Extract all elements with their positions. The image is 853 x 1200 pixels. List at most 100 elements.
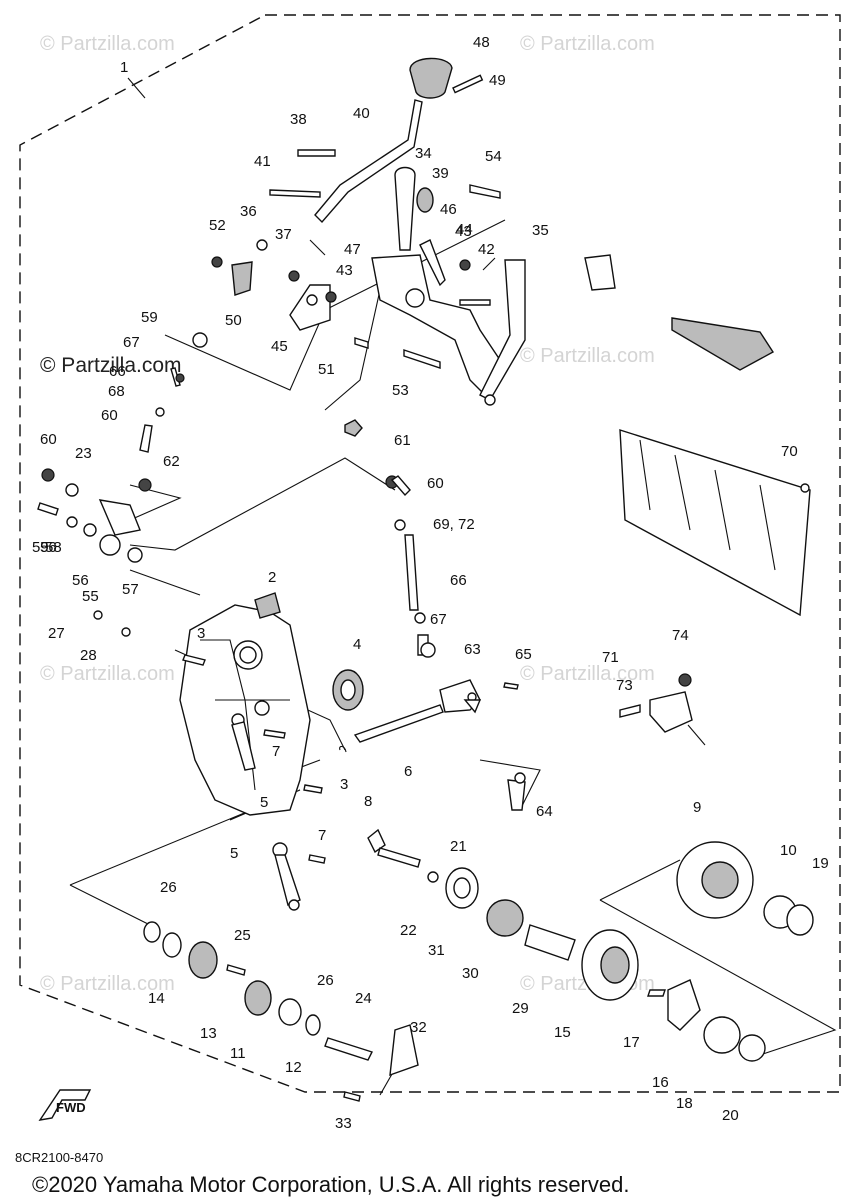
shift-lever-assembly: [211, 57, 526, 437]
callout-number: 53: [392, 382, 409, 399]
callout-number: 59: [32, 539, 49, 556]
drive-components: [367, 828, 814, 1062]
callout-number: 41: [254, 153, 271, 170]
callout-number: 34: [415, 145, 432, 162]
callout-number: 22: [400, 922, 417, 939]
callout-number: 3: [340, 776, 348, 793]
callout-number: 10: [780, 842, 797, 859]
callout-number: 6: [404, 763, 412, 780]
callout-number: 42: [478, 241, 495, 258]
watermark: © Partzilla.com: [40, 33, 175, 55]
callout-number: 21: [450, 838, 467, 855]
callout-number: 36: [240, 203, 257, 220]
callout-number: 47: [344, 241, 361, 258]
callout-number: 68: [108, 383, 125, 400]
callout-number: 39: [432, 165, 449, 182]
callout-number: 28: [80, 647, 97, 664]
callout-number: 30: [462, 965, 479, 982]
callout-number: 60: [427, 475, 444, 492]
callout-number: 67: [123, 334, 140, 351]
callout-number: 26: [317, 972, 334, 989]
connecting-rod: [272, 842, 301, 911]
labels-and-guard: [584, 254, 811, 617]
callout-number: 35: [532, 222, 549, 239]
callout-number: 29: [512, 1000, 529, 1017]
callout-number: 51: [318, 361, 335, 378]
callout-number: 9: [693, 799, 701, 816]
callout-number: 67: [430, 611, 447, 628]
callout-number: 5: [230, 845, 238, 862]
watermark: © Partzilla.com: [520, 33, 655, 55]
callout-number: 56: [72, 572, 89, 589]
watermark: © Partzilla.com: [40, 663, 175, 685]
callout-number: 14: [148, 990, 165, 1007]
callout-number: 4: [353, 636, 361, 653]
linkage-parts: [37, 332, 436, 658]
callout-number: 19: [812, 855, 829, 872]
callout-number: 52: [209, 217, 226, 234]
callout-number: 74: [672, 627, 689, 644]
callout-number: 58: [45, 539, 62, 556]
callout-number: 73: [616, 677, 633, 694]
callout-number: 15: [554, 1024, 571, 1041]
callout-number: 45: [271, 338, 288, 355]
callout-number: 56: [40, 539, 57, 556]
callout-number: 65: [515, 646, 532, 663]
callout-number: 20: [722, 1107, 739, 1124]
callout-number: 55: [82, 588, 99, 605]
callout-number: 2: [268, 569, 276, 586]
callout-number: 17: [623, 1034, 640, 1051]
callout-number: 7: [272, 743, 280, 760]
watermark: © Partzilla.com: [520, 345, 655, 367]
callout-number: 12: [285, 1059, 302, 1076]
callout-number: 13: [200, 1025, 217, 1042]
callout-number: 49: [489, 72, 506, 89]
callout-number: 69, 72: [433, 516, 475, 533]
callout-number: 43: [455, 223, 472, 240]
callout-number: 70: [781, 443, 798, 460]
fwd-arrow-icon: FWD: [38, 1089, 92, 1121]
callout-number: 57: [122, 581, 139, 598]
assembly-boundary: [19, 14, 841, 1093]
callout-number: 38: [290, 111, 307, 128]
callout-number: 31: [428, 942, 445, 959]
callout-number: 61: [394, 432, 411, 449]
callout-number: 62: [163, 453, 180, 470]
watermark: © Partzilla.com: [520, 663, 655, 685]
callout-number: 37: [275, 226, 292, 243]
callout-number: 64: [536, 803, 553, 820]
callout-number: 23: [75, 445, 92, 462]
callout-number: 43: [336, 262, 353, 279]
watermark: © Partzilla.com: [40, 973, 175, 995]
callout-number: 60: [40, 431, 57, 448]
callout-number: 66: [450, 572, 467, 589]
callout-number: 1: [120, 59, 128, 76]
callout-number: 71: [602, 649, 619, 666]
callout-number: 16: [652, 1074, 669, 1091]
callout-number: 50: [225, 312, 242, 329]
callout-number: 11: [230, 1045, 246, 1062]
callout-number: 63: [464, 641, 481, 658]
callout-number: 18: [676, 1095, 693, 1112]
fwd-label: FWD: [56, 1100, 86, 1115]
copyright-notice: ©2020 Yamaha Motor Corporation, U.S.A. A…: [32, 1172, 629, 1197]
control-box: [619, 673, 706, 746]
callout-number: 44: [456, 221, 473, 238]
callout-number: 3: [197, 625, 205, 642]
callout-number: 33: [335, 1115, 352, 1132]
callout-number: 5: [260, 794, 268, 811]
callout-number: 7: [318, 827, 326, 844]
callout-number: 66: [109, 363, 126, 380]
case-cover: [93, 592, 364, 864]
lower-gears: [143, 921, 419, 1102]
callout-number: 24: [355, 990, 372, 1007]
callout-number: 32: [410, 1019, 427, 1036]
callout-number: 59: [141, 309, 158, 326]
callout-number: 54: [485, 148, 502, 165]
diagram-code: 8CR2100-8470: [15, 1150, 103, 1165]
callout-number: 40: [353, 105, 370, 122]
callout-number: 25: [234, 927, 251, 944]
callout-number: 60: [101, 407, 118, 424]
